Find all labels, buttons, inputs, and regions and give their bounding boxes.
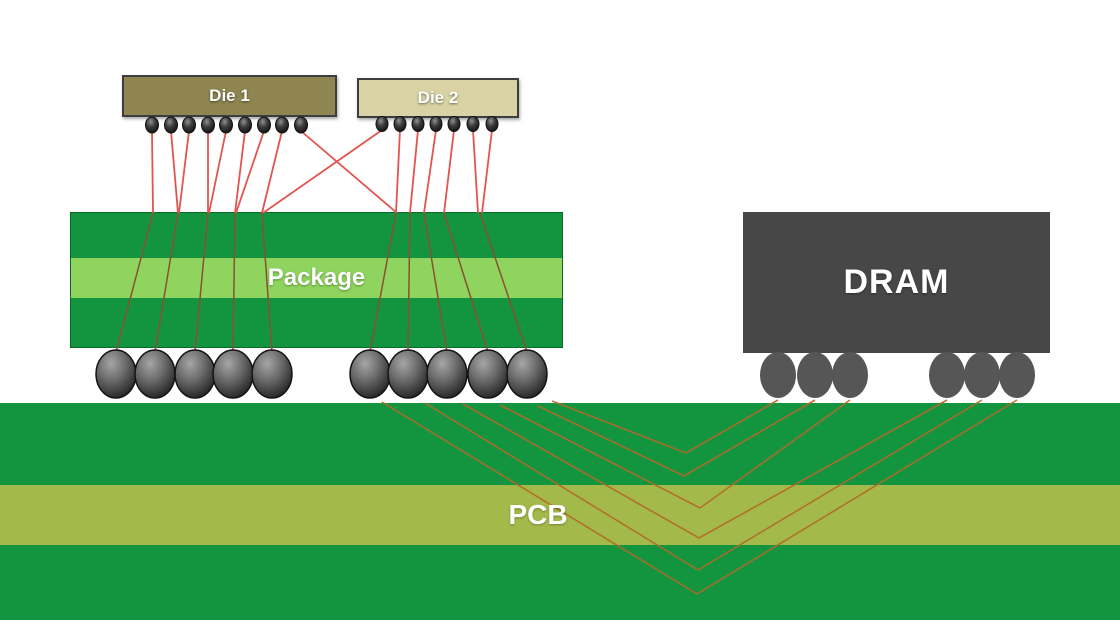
bond-wire: [170, 130, 179, 214]
bond-wire: [472, 129, 479, 214]
bond-wire: [151, 130, 154, 214]
die1-label: Die 1: [209, 86, 250, 105]
package-inner-layer: Package: [71, 258, 562, 298]
package-label: Package: [267, 264, 366, 291]
die2-pad: [429, 116, 443, 132]
pcb-trace: [499, 399, 851, 509]
die2-pad: [485, 116, 499, 132]
dram-solder-ball: [797, 352, 833, 398]
package-trace: [154, 212, 179, 353]
package-trace: [115, 212, 154, 353]
bond-wire: [262, 129, 383, 214]
dram-solder-ball: [760, 352, 796, 398]
package-solder-ball: [387, 349, 429, 399]
package-solder-ball: [212, 349, 254, 399]
dram-solder-ball: [929, 352, 965, 398]
dram-solder-ball: [964, 352, 1000, 398]
die1-pad: [182, 116, 196, 134]
pcb-board: PCB: [0, 403, 1120, 620]
package-trace: [443, 212, 489, 353]
bond-wire: [234, 130, 246, 214]
package-solder-ball: [174, 349, 216, 399]
die2-pad: [411, 116, 425, 132]
package-trace: [407, 212, 411, 353]
package-trace: [423, 212, 448, 353]
dram-label: DRAM: [843, 263, 950, 301]
pcb-label: PCB: [508, 499, 568, 530]
die1-pad: [201, 116, 215, 134]
die1-pad: [164, 116, 178, 134]
die1-pad: [294, 116, 308, 134]
package-trace: [369, 212, 397, 353]
package-solder-ball: [467, 349, 509, 399]
bond-wire: [300, 130, 398, 214]
dram-chip: DRAM: [743, 212, 1050, 353]
die2-pad: [466, 116, 480, 132]
pcb-trace: [462, 399, 948, 539]
bond-wire: [409, 129, 419, 214]
package-trace: [261, 212, 273, 353]
pcb-trace: [537, 399, 816, 477]
package-trace: [479, 212, 528, 353]
die1-pad: [219, 116, 233, 134]
pcb-inner-layer: [0, 485, 1120, 545]
die1-pad: [238, 116, 252, 134]
bond-wire: [235, 130, 265, 214]
package-solder-ball: [251, 349, 293, 399]
bond-wire: [395, 129, 401, 214]
dram-solder-ball: [832, 352, 868, 398]
pcb-trace: [381, 399, 1018, 595]
bond-wire: [443, 129, 455, 214]
die1-pad: [145, 116, 159, 134]
bond-wire: [208, 130, 227, 214]
package-substrate: Package: [70, 212, 563, 348]
bond-wire: [481, 129, 493, 214]
die1-box: Die 1: [122, 75, 337, 117]
bond-wire: [423, 129, 437, 214]
package-trace: [232, 212, 236, 353]
dram-solder-ball: [999, 352, 1035, 398]
package-solder-ball: [95, 349, 137, 399]
die2-pad: [447, 116, 461, 132]
bond-wire: [178, 130, 190, 214]
die2-pad: [375, 116, 389, 132]
die1-pad: [275, 116, 289, 134]
bond-wire: [261, 130, 283, 214]
pcb-trace: [424, 399, 983, 571]
die2-pad: [393, 116, 407, 132]
die1-pad: [257, 116, 271, 134]
die2-label: Die 2: [417, 88, 459, 107]
package-solder-ball: [349, 349, 391, 399]
package-solder-ball: [506, 349, 548, 399]
package-trace: [194, 212, 209, 353]
package-solder-ball: [134, 349, 176, 399]
pcb-trace: [551, 399, 779, 454]
package-solder-ball: [426, 349, 468, 399]
